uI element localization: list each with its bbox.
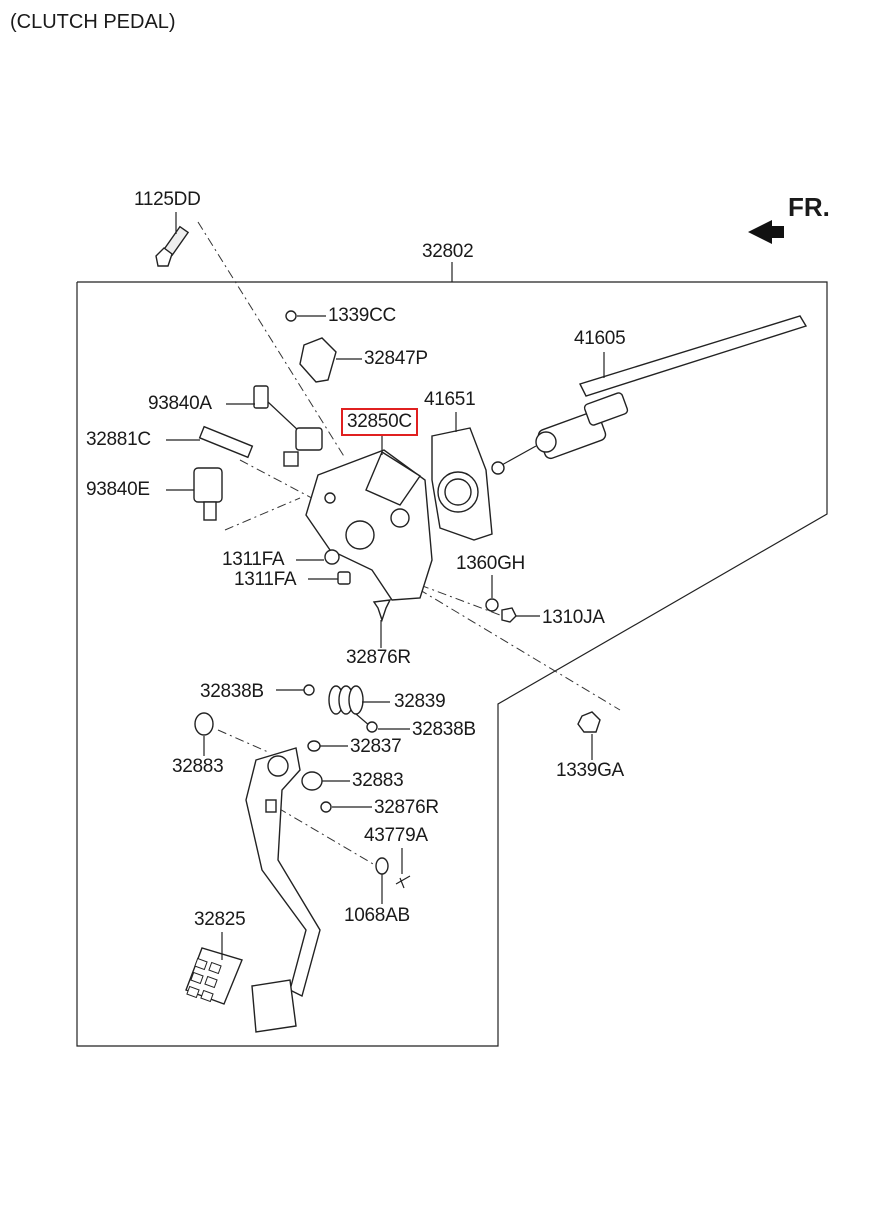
part-label-32850C[interactable]: 32850C	[341, 408, 418, 436]
part-label-41651[interactable]: 41651	[424, 389, 476, 410]
part-label-41605[interactable]: 41605	[574, 328, 626, 349]
part-label-1311FA-lower[interactable]: 1311FA	[234, 569, 297, 590]
part-label-32847P[interactable]: 32847P	[364, 348, 428, 369]
part-label-93840A[interactable]: 93840A	[148, 393, 212, 414]
part-label-1068AB[interactable]: 1068AB	[344, 905, 410, 926]
part-label-1310JA[interactable]: 1310JA	[542, 607, 605, 628]
diagram-title: (CLUTCH PEDAL)	[10, 11, 176, 33]
part-label-93840E[interactable]: 93840E	[86, 479, 150, 500]
part-label-32838B-left[interactable]: 32838B	[200, 681, 264, 702]
clutch-pedal-arm-32825-icon	[185, 747, 321, 1033]
part-label-43779A[interactable]: 43779A	[364, 825, 428, 846]
part-label-1339CC[interactable]: 1339CC	[328, 305, 396, 326]
gasket-41651-icon	[431, 427, 493, 541]
part-label-32876R-upper[interactable]: 32876R	[346, 647, 411, 668]
front-arrow-icon	[748, 220, 784, 244]
assembly-boundary	[76, 281, 828, 1047]
pedal-bracket-32850C-icon	[305, 449, 433, 601]
switch-93840A-icon	[253, 385, 323, 467]
part-label-32839[interactable]: 32839	[394, 691, 446, 712]
part-label-1360GH[interactable]: 1360GH	[456, 553, 525, 574]
part-label-32883-left[interactable]: 32883	[172, 756, 224, 777]
part-label-32838B-right[interactable]: 32838B	[412, 719, 476, 740]
part-label-32825[interactable]: 32825	[194, 909, 246, 930]
part-label-32837[interactable]: 32837	[350, 736, 402, 757]
master-cylinder-41605-icon	[491, 315, 808, 475]
front-direction-label: FR.	[788, 192, 830, 222]
part-label-1339GA[interactable]: 1339GA	[556, 760, 624, 781]
part-label-1125DD[interactable]: 1125DD	[134, 189, 201, 210]
part-label-32881C[interactable]: 32881C	[86, 429, 151, 450]
part-label-32876R-lower[interactable]: 32876R	[374, 797, 439, 818]
part-label-1311FA-upper[interactable]: 1311FA	[222, 549, 285, 570]
bolt-1125DD-icon	[155, 225, 190, 267]
part-label-32883-right[interactable]: 32883	[352, 770, 404, 791]
pin-32881C-icon	[198, 425, 254, 459]
spring-32839-icon	[328, 685, 371, 727]
switch-93840E-icon	[193, 467, 223, 521]
part-label-32802[interactable]: 32802	[422, 241, 474, 262]
